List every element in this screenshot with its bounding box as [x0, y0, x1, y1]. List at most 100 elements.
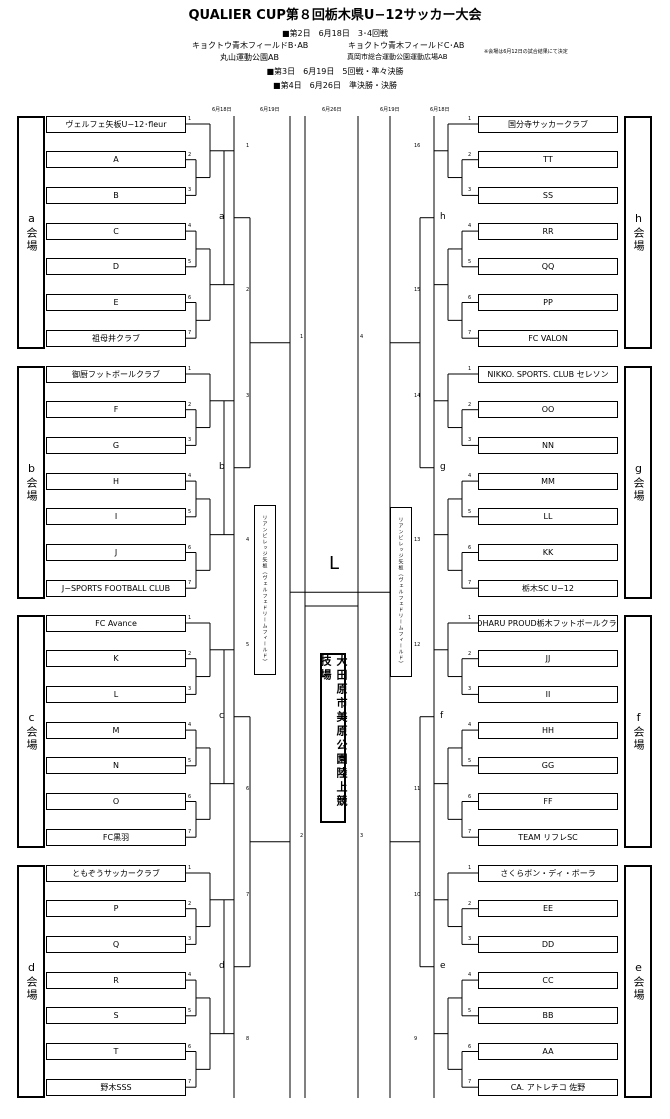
final-mark: L	[329, 553, 340, 574]
seed-number: 2	[188, 900, 192, 907]
venue-box-left: b会場	[17, 366, 45, 599]
team-box: A	[46, 151, 186, 169]
seed-number: 2	[188, 401, 192, 408]
round-number: 3	[246, 392, 250, 399]
seed-number: 7	[188, 330, 192, 337]
seed-number: 3	[188, 437, 192, 444]
seed-number: 1	[468, 366, 472, 372]
round-number: 14	[414, 392, 421, 399]
team-box: J−SPORTS FOOTBALL CLUB	[46, 579, 186, 597]
seed-number: 3	[188, 686, 192, 693]
seed-number: 4	[188, 473, 192, 480]
team-box: DD	[478, 935, 618, 953]
seed-number: 7	[468, 580, 472, 587]
seed-number: 3	[468, 686, 472, 693]
seed-number: 1	[468, 116, 472, 122]
team-box: FC Avance	[46, 614, 186, 632]
group-letter: b	[219, 461, 225, 472]
seed-number: 1	[188, 116, 192, 122]
seed-number: 4	[468, 722, 472, 729]
seed-number: 6	[468, 544, 472, 551]
team-box: LL	[478, 508, 618, 526]
seed-number: 7	[188, 1079, 192, 1086]
team-box: FC VALON	[478, 329, 618, 347]
venue-box-right: h会場	[624, 116, 652, 349]
seed-number: 5	[188, 508, 192, 515]
round-number: 5	[246, 641, 250, 648]
team-box: EE	[478, 900, 618, 918]
seed-number: 6	[188, 294, 192, 301]
team-box: B	[46, 186, 186, 204]
round-number: 13	[414, 536, 421, 543]
team-box: OO	[478, 401, 618, 419]
seed-number: 2	[468, 401, 472, 408]
round-number: 8	[246, 1035, 250, 1042]
venue-box-left: d会場	[17, 865, 45, 1098]
day2-schedule: ■第2日 6月18日 3･4回戦	[281, 29, 389, 38]
team-box: M	[46, 721, 186, 739]
seed-number: 1	[468, 615, 472, 621]
team-box: FC黒羽	[46, 828, 186, 846]
team-box: D	[46, 258, 186, 276]
team-box: II	[478, 685, 618, 703]
team-box: FF	[478, 793, 618, 810]
group-letter: c	[219, 710, 224, 721]
seed-number: 5	[188, 757, 192, 764]
team-box: QQ	[478, 258, 618, 276]
venue-left-2: 丸山運動公園AB	[220, 53, 279, 62]
team-box: 栃木SC U−12	[478, 579, 618, 597]
seed-number: 2	[188, 650, 192, 657]
venue-box-right: g会場	[624, 366, 652, 599]
team-box: 野木SSS	[46, 1078, 186, 1096]
team-box: G	[46, 436, 186, 454]
team-box: GG	[478, 757, 618, 775]
team-box: S	[46, 1007, 186, 1025]
seed-number: 7	[468, 1079, 472, 1086]
date-label: 6月18日	[430, 107, 450, 113]
round-number: 2	[246, 286, 250, 293]
seed-number: 3	[188, 187, 192, 194]
team-box: HH	[478, 721, 618, 739]
seed-number: 4	[468, 473, 472, 480]
venue-right-2: 真岡市総合運動公園運動広場AB	[347, 53, 448, 61]
team-box: P	[46, 900, 186, 918]
seed-number: 3	[188, 936, 192, 943]
round-number: 7	[246, 891, 250, 898]
seed-number: 1	[188, 865, 192, 871]
team-box: T	[46, 1043, 186, 1060]
team-box: 御厨フットボールクラブ	[46, 365, 186, 383]
round-number: 4	[360, 333, 364, 340]
seed-number: 5	[468, 757, 472, 764]
seed-number: 4	[188, 972, 192, 979]
seed-number: 4	[188, 223, 192, 230]
team-box: AA	[478, 1043, 618, 1060]
venue-note: ※会場は6月12日の試合結果にて決定	[484, 49, 568, 55]
round-number: 2	[300, 832, 304, 839]
seed-number: 6	[468, 1043, 472, 1050]
team-box: NN	[478, 436, 618, 454]
seed-number: 3	[468, 936, 472, 943]
seed-number: 5	[188, 1007, 192, 1014]
round-number: 16	[414, 142, 421, 149]
seed-number: 6	[468, 793, 472, 800]
venue-box-right: e会場	[624, 865, 652, 1098]
team-box: CA. アトレチコ 佐野	[478, 1078, 618, 1096]
team-box: PP	[478, 294, 618, 311]
date-label: 6月19日	[380, 107, 400, 113]
team-box: ともぞうサッカークラブ	[46, 864, 186, 882]
seed-number: 5	[468, 508, 472, 515]
seed-number: 1	[188, 615, 192, 621]
team-box: F	[46, 401, 186, 419]
date-label: 6月26日	[322, 107, 342, 113]
seed-number: 4	[468, 223, 472, 230]
team-box: L	[46, 685, 186, 703]
seed-number: 6	[188, 793, 192, 800]
round-number: 1	[300, 333, 304, 340]
seed-number: 5	[188, 258, 192, 265]
team-box: E	[46, 294, 186, 311]
seed-number: 1	[188, 366, 192, 372]
venue-box-left: c会場	[17, 615, 45, 848]
group-letter: f	[440, 710, 444, 721]
team-box: さくらボン・ディ・ボーラ	[478, 864, 618, 882]
